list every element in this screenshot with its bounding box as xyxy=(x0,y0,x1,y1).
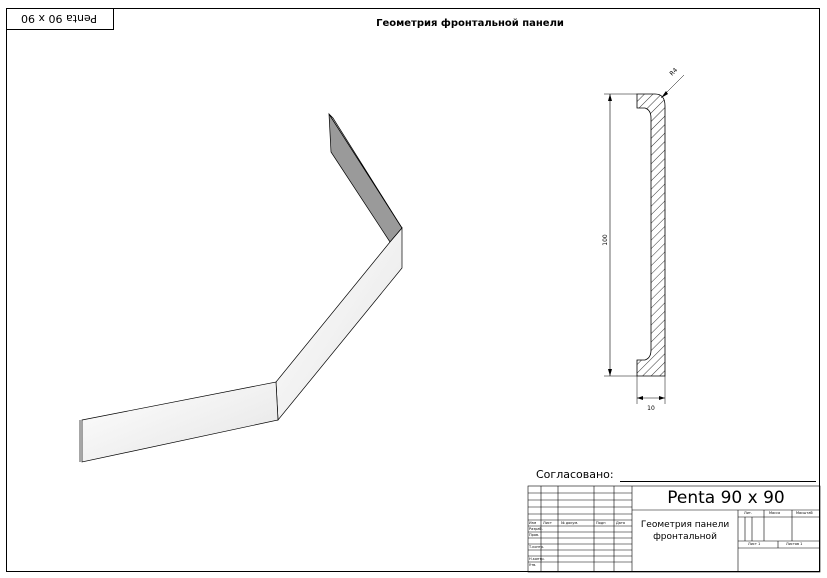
agreed-label: Согласовано: xyxy=(536,468,614,481)
tb-row-razrab: Разраб. xyxy=(529,527,543,531)
panel-3d-view xyxy=(79,112,403,463)
dim-radius-label: R4 xyxy=(668,67,679,78)
agreed-signature-line xyxy=(620,481,816,482)
tb-sheet: Лист 1 xyxy=(748,542,761,546)
tb-masshtab: Масштаб xyxy=(796,511,813,515)
tb-col-list: Лист xyxy=(543,521,552,525)
tb-row-tkontr: Т.контр. xyxy=(529,545,545,549)
tb-col-date: Дата xyxy=(616,521,626,525)
tb-row-prov: Пров. xyxy=(529,533,540,537)
panel-section-view: 100 10 R4 xyxy=(602,67,685,412)
sheet-title: Геометрия фронтальной панели xyxy=(376,18,564,29)
title-block-grid xyxy=(527,485,821,573)
panel-left-face xyxy=(81,381,279,463)
section-hatched-profile xyxy=(636,93,666,377)
drawing-frame xyxy=(6,8,820,572)
panel-front-face xyxy=(275,227,403,421)
tb-massa: Масса xyxy=(769,511,781,515)
tb-sheets: Листов 1 xyxy=(786,542,803,546)
panel-top-edge xyxy=(328,113,403,229)
tb-col-sign: Подп xyxy=(596,521,606,525)
tb-col-doc: № докум. xyxy=(561,521,579,525)
tb-col-izm: Изм xyxy=(529,521,537,525)
title-block-description: Геометрия панели фронтальной xyxy=(640,520,730,542)
dim-height-label: 100 xyxy=(602,234,609,246)
corner-label-box: Penta 90 x 90 xyxy=(6,8,114,30)
tb-row-utv: Утв. xyxy=(529,563,537,567)
panel-inner-face xyxy=(328,112,403,243)
tb-row-nkontr: Н.контр. xyxy=(529,557,545,561)
title-block-name: Penta 90 x 90 xyxy=(667,488,785,508)
tb-lit: Лит. xyxy=(744,511,753,515)
dim-width-label: 10 xyxy=(647,405,655,412)
